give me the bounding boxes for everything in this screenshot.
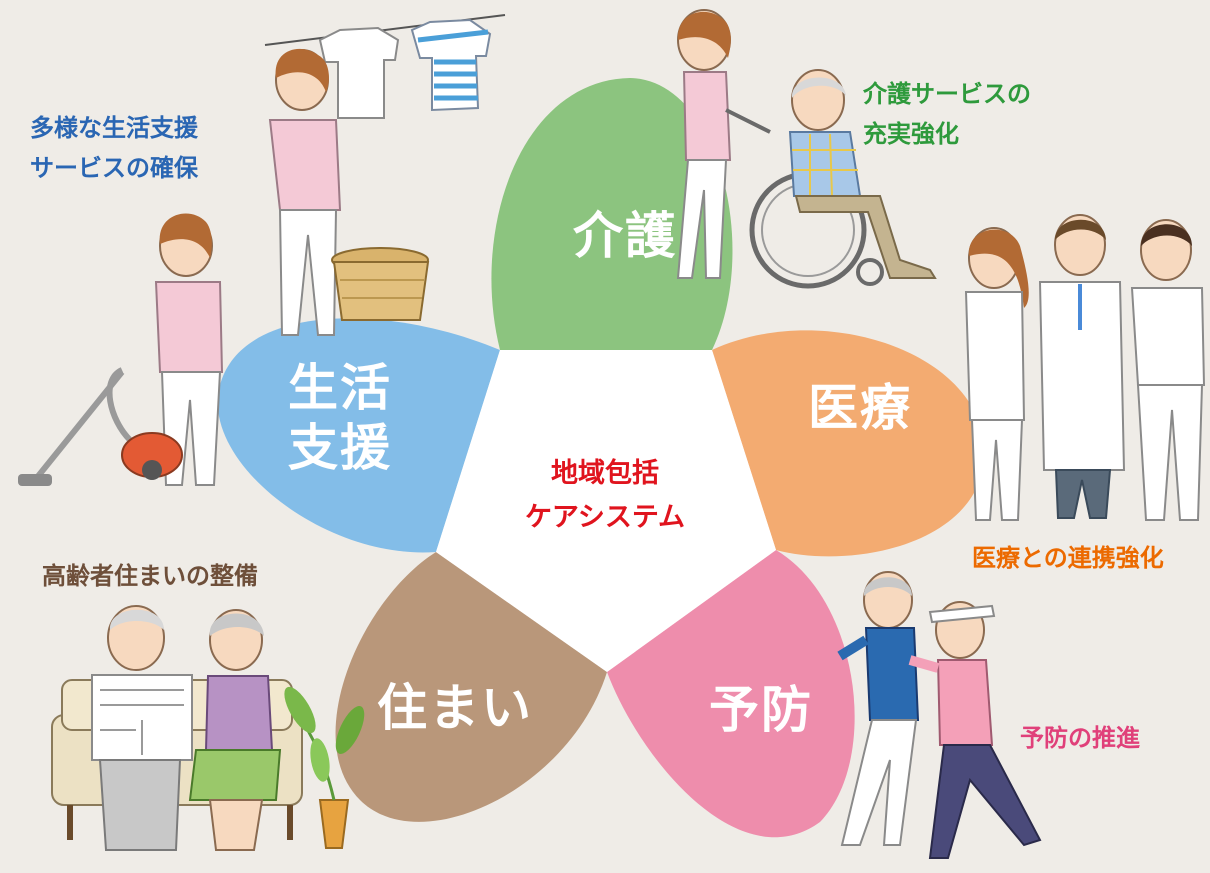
caption-sumai: 高齢者住まいの整備 [42,562,258,590]
illustration-elderly-couple [51,605,303,851]
caption-kaigo-line1: 介護サービスの [863,80,1031,108]
petal-yobo [607,550,855,838]
petal-seikatsu [217,318,500,553]
center-label-line1: 地域包括 [551,458,659,489]
petal-label-iryo: 医療 [808,379,912,437]
center-label-line2: ケアシステム [524,502,686,533]
petal-label-seikatsu: 生活 支援 [265,358,415,478]
caption-seikatsu-line1: 多様な生活支援 [30,114,198,142]
petal-label-sumai: 住まい [377,679,533,737]
caption-yobo: 予防の推進 [1020,724,1140,752]
petal-kaigo [491,78,733,350]
illustration-wheelchair [676,9,937,289]
caption-kaigo: 介護サービスの 充実強化 [863,74,1031,154]
caption-seikatsu-line2: サービスの確保 [30,154,198,182]
illustration-vacuum-helper [18,213,224,486]
caption-seikatsu: 多様な生活支援 サービスの確保 [30,108,198,188]
illustration-walking-seniors [837,571,1042,859]
petal-label-kaigo: 介護 [573,207,677,265]
petal-label-seikatsu-line2: 支援 [288,419,392,477]
illustration-plant [284,686,365,849]
illustration-laundry-helper [264,14,506,336]
center-pentagon [436,350,776,672]
petal-label-seikatsu-line1: 生活 [288,359,392,417]
illustration-medical-staff [964,214,1206,521]
petal-sumai [335,552,607,822]
caption-iryo: 医療との連携強化 [972,544,1164,572]
center-label: 地域包括 ケアシステム [505,452,705,540]
petal-label-yobo: 予防 [709,681,813,739]
caption-kaigo-line2: 充実強化 [863,120,959,148]
petal-iryo [712,330,985,557]
